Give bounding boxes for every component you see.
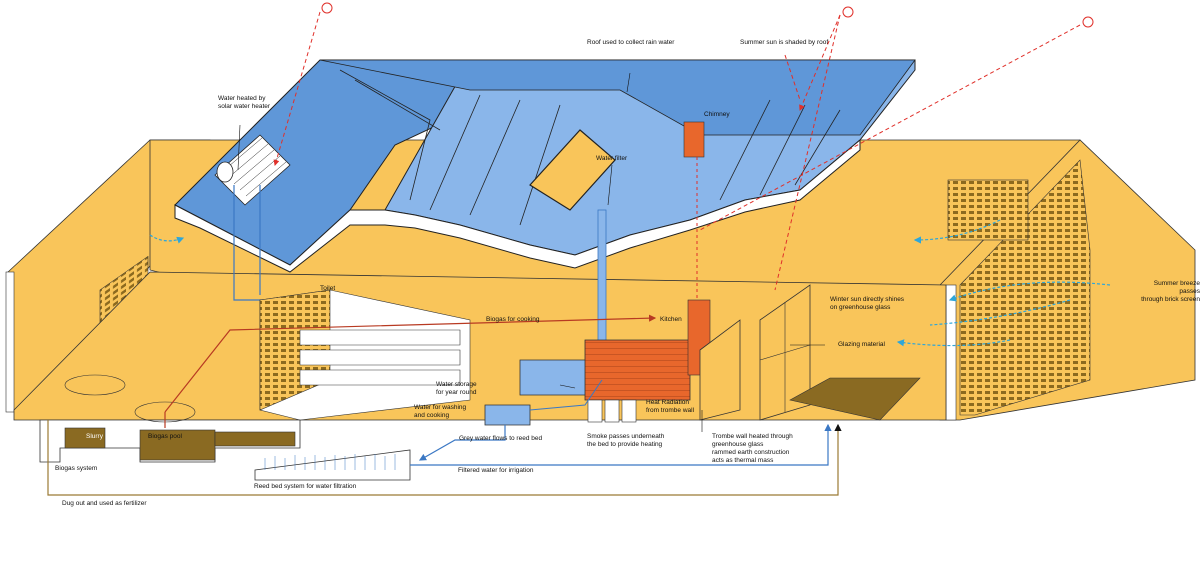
- label-roof-rain: Roof used to collect rain water: [587, 39, 675, 46]
- brick-screen: [959, 159, 1091, 416]
- label-glazing: Glazing material: [838, 341, 885, 348]
- sun-icon-1: [321, 2, 333, 14]
- bed-flues: [587, 399, 637, 423]
- label-biogas-pool: Biogas pool: [148, 433, 182, 440]
- trombe-wall: [699, 319, 741, 421]
- chimney-top: [683, 121, 705, 158]
- label-chimney: Chimney: [704, 111, 730, 118]
- label-filtered-water: Filtered water for irrigation: [458, 467, 534, 474]
- reeds: [264, 454, 396, 470]
- label-slurry: Slurry: [86, 433, 103, 440]
- label-heat-radiation: Heat Radiation from trombe wall: [646, 399, 695, 414]
- water-tray: [484, 404, 531, 426]
- sun-icon-2: [842, 6, 854, 18]
- biogas-cooking-line: [164, 314, 657, 413]
- label-grey-water: Grey water flows to reed bed: [459, 435, 543, 442]
- label-reed-bed: Reed bed system for water filtration: [254, 483, 357, 490]
- slurry-cover: [64, 374, 126, 396]
- label-water-filter: Water filter: [596, 155, 628, 162]
- sun-rays: [273, 11, 1081, 291]
- heated-bed: [584, 339, 691, 401]
- label-trombe: Trombe wall heated through greenhouse gl…: [712, 433, 793, 464]
- greenhouse-bed: [789, 377, 921, 421]
- leader-lines: [237, 72, 825, 432]
- right-wall-edge: [945, 284, 957, 421]
- label-water-washing: Water for washing and cooking: [414, 404, 467, 419]
- water-to-storage-line: [529, 379, 603, 411]
- filtered-water-line: [410, 423, 832, 466]
- label-biogas-cooking: Biogas for cooking: [486, 316, 540, 323]
- label-biogas-system: Biogas system: [55, 465, 98, 472]
- biogas-channel: [214, 431, 296, 447]
- slurry-pit: [64, 427, 106, 449]
- left-wall-edge: [5, 271, 15, 413]
- roof-underside: [174, 138, 861, 273]
- label-water-heated: Water heated by solar water heater: [218, 95, 271, 110]
- fertilizer-line: [47, 420, 842, 496]
- reed-bed: [254, 449, 411, 481]
- label-smoke: Smoke passes underneath the bed to provi…: [587, 433, 665, 448]
- label-toilet: Toilet: [320, 285, 336, 292]
- biogas-pool: [139, 429, 216, 461]
- label-kitchen: Kitchen: [660, 316, 682, 323]
- planter-steps: [259, 289, 471, 421]
- courtyard-opening: [529, 129, 616, 211]
- label-water-storage: Water storage for year round: [436, 381, 477, 396]
- right-window: [947, 179, 1029, 241]
- grey-water-line: [418, 425, 506, 461]
- label-summer-breeze: Summer breeze passes through brick scree…: [1141, 280, 1200, 303]
- label-fertilizer: Dug out and used as fertilizer: [62, 500, 147, 507]
- label-summer-sun: Summer sun is shaded by roof: [740, 39, 829, 46]
- sun-icon-3: [1082, 16, 1094, 28]
- label-winter-sun: Winter sun directly shines on greenhouse…: [830, 296, 905, 311]
- breeze-arrows: [149, 219, 1111, 347]
